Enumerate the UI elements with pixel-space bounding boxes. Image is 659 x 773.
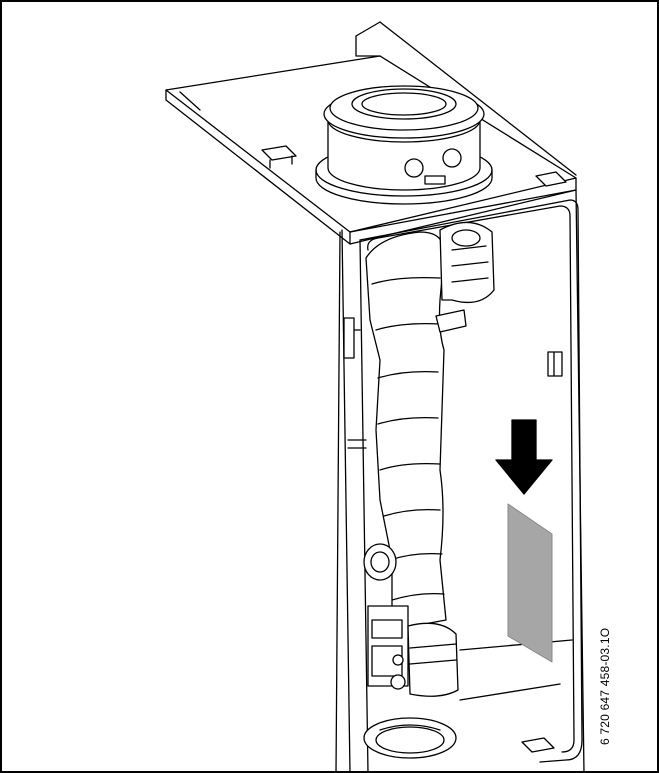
flue-collar xyxy=(315,85,493,205)
fan-unit xyxy=(435,221,495,333)
bottom-opening xyxy=(363,717,457,759)
gas-valve-assembly xyxy=(367,605,459,697)
figure-code: 6 720 647 458-03.1O xyxy=(598,627,612,745)
flue-pipe xyxy=(363,231,447,631)
side-panel xyxy=(335,231,367,773)
casing-frame xyxy=(341,189,585,773)
mounting-bracket-left xyxy=(261,145,297,169)
casing-bottom-edge xyxy=(459,639,573,701)
down-arrow-icon xyxy=(495,419,553,495)
mounting-bracket-right xyxy=(535,171,567,187)
bottom-bracket xyxy=(521,737,555,753)
wall-clip xyxy=(547,351,563,377)
grey-panel xyxy=(507,503,553,663)
